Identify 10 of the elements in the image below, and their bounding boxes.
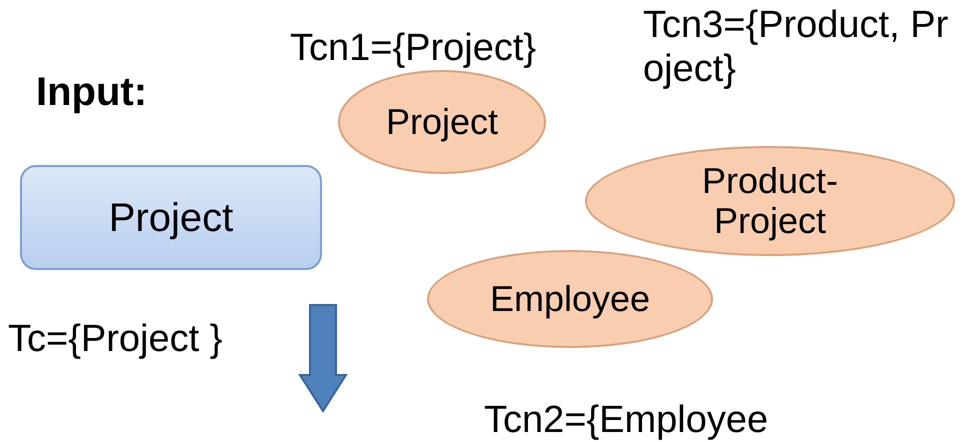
set-label: Tcn3={Product, Project} xyxy=(643,4,950,92)
set-label: Tc={Project } xyxy=(8,318,224,362)
node-label: Product-Project xyxy=(700,161,840,241)
heading-label: Input: xyxy=(36,69,148,116)
process-box xyxy=(20,165,322,270)
set-label: Tcn1={Project} xyxy=(290,26,536,71)
node-label: Project xyxy=(384,102,500,142)
node-label: Employee xyxy=(488,279,652,319)
set-label: Tcn2={Employee xyxy=(484,398,768,442)
node-label: Project xyxy=(108,194,234,242)
